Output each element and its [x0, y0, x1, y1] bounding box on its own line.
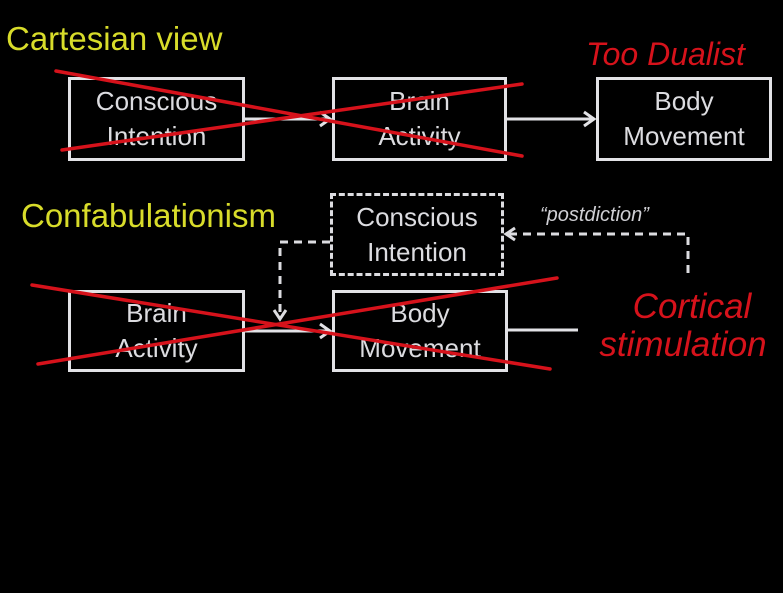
stimulation-line: stimulation [599, 325, 767, 364]
box-line-2: Movement [623, 121, 745, 151]
arrowhead-icon [319, 110, 333, 128]
box-line-2: Intention [367, 236, 467, 267]
strike-cartesian-b [60, 82, 524, 152]
arrowhead-icon [583, 110, 597, 128]
postdiction-label: “postdiction” [540, 204, 649, 226]
cartesian-view-title: Cartesian view [6, 20, 223, 57]
dashed-intention-to-movement-connector [278, 240, 330, 318]
arrowhead-icon [319, 322, 333, 340]
strike-confab-b [36, 276, 559, 366]
too-dualist-label: Too Dualist [586, 36, 745, 72]
arrowhead-left-icon [503, 226, 516, 242]
strike-confab-a [30, 283, 552, 371]
confab-body-movement-box: Body Movement [332, 290, 508, 372]
arrowhead-down-icon [272, 309, 288, 322]
strike-cartesian-a [54, 69, 524, 158]
box-line-1: Conscious [356, 201, 478, 232]
cortical-stimulation-label: Cortical stimulation [588, 288, 778, 364]
confabulationism-title: Confabulationism [21, 197, 276, 234]
box-line-1: Body [654, 86, 714, 116]
cortical-line: Cortical [632, 287, 752, 326]
dashed-postdiction-connector [506, 232, 690, 273]
confab-conscious-intention-dashed-box: Conscious Intention [330, 193, 504, 276]
cartesian-body-movement-box: Body Movement [596, 77, 772, 161]
